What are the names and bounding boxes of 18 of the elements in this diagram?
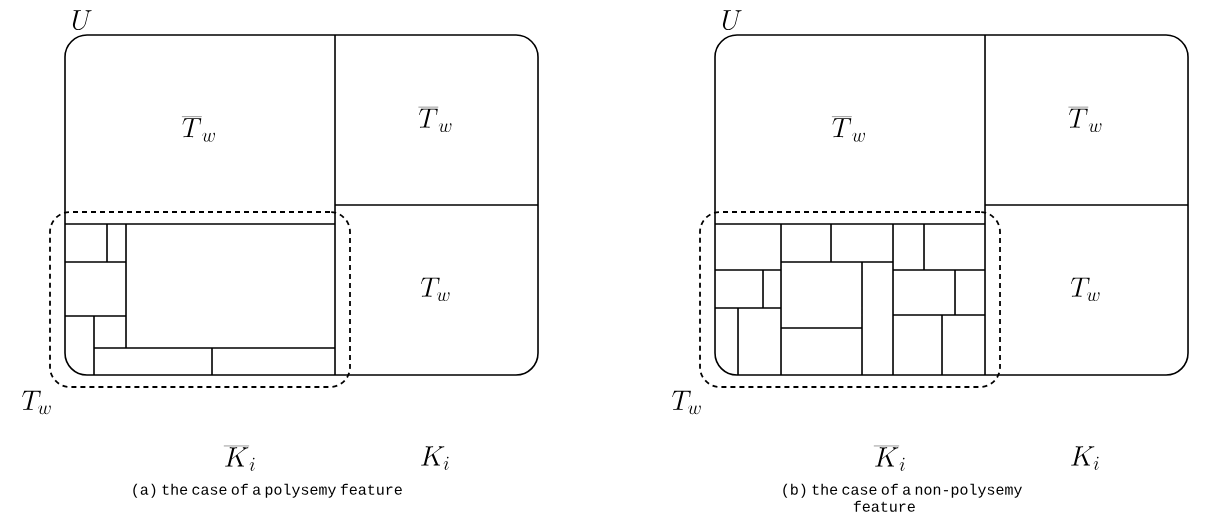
dashed-region: $T_w$ <box>22 211 351 415</box>
caption: (b) the case of a non-polysemy feature <box>783 483 1022 512</box>
dashed-region: $T_w$ <box>672 211 1001 415</box>
region-label: $\overline{T}_w$ <box>1068 107 1102 133</box>
region-label: $\overline{T}_w$ <box>181 116 215 142</box>
region-label: $\overline{T}_w$ <box>418 107 452 133</box>
region-label: $\overline{T}_w$ <box>831 116 865 142</box>
axis-label: $\overline{K}_i$ <box>223 445 255 471</box>
region-label: $T_w$ <box>420 277 450 302</box>
axis-label: $K_i$ <box>421 446 449 470</box>
caption: (a) the case of a polysemy feature <box>133 483 402 498</box>
node-label: $U$ <box>722 10 742 30</box>
region-label: $T_w$ <box>1071 277 1100 302</box>
node-label: $T_w$ <box>672 390 701 415</box>
axis-label: $K_i$ <box>1071 446 1099 470</box>
axis-label: $\overline{K}_i$ <box>873 445 905 471</box>
node-label: $U$ <box>72 10 92 30</box>
node-label: $T_w$ <box>22 390 51 415</box>
